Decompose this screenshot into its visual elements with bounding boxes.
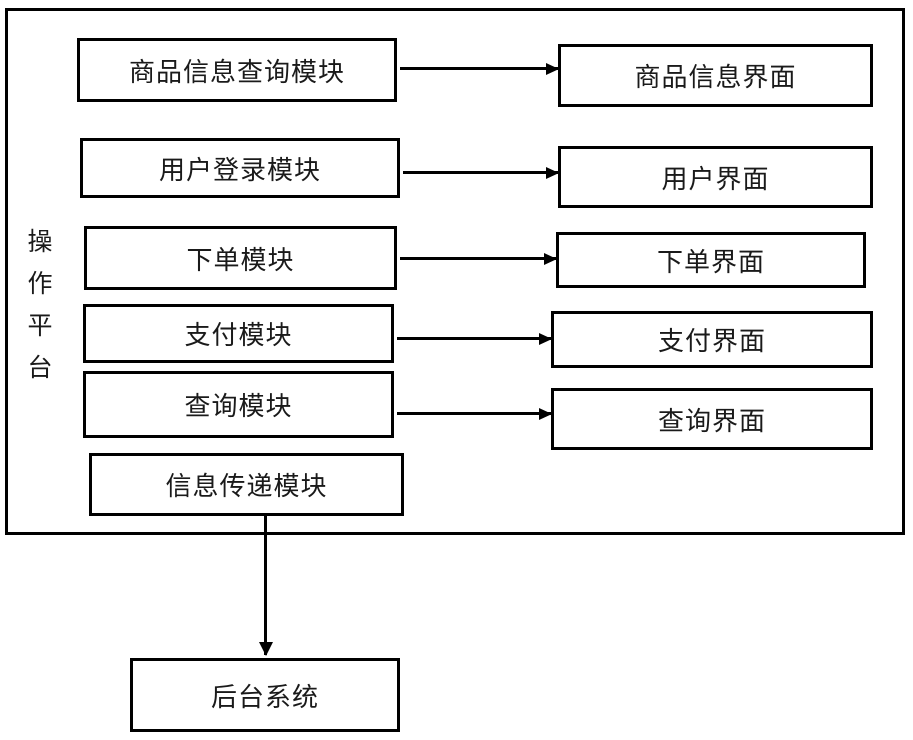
interface-box-user-ui[interactable]: 用户界面 — [558, 146, 873, 208]
operation-platform-label: 操 作 平 台 — [22, 222, 58, 390]
platform-label-char-4: 台 — [27, 355, 53, 382]
operation-platform-frame — [5, 8, 905, 535]
interface-box-product-info-ui[interactable]: 商品信息界面 — [558, 44, 873, 107]
platform-label-char-3: 平 — [27, 313, 53, 340]
module-box-payment[interactable]: 支付模块 — [83, 304, 394, 363]
module-box-info-transfer[interactable]: 信息传递模块 — [89, 453, 404, 516]
module-box-user-login[interactable]: 用户登录模块 — [80, 138, 400, 198]
arrow-info-transfer-to-backend — [264, 516, 267, 655]
interface-box-query-ui[interactable]: 查询界面 — [551, 388, 873, 450]
backend-system-box[interactable]: 后台系统 — [130, 658, 400, 732]
interface-box-payment-ui[interactable]: 支付界面 — [551, 311, 873, 368]
arrow-product-info-query-to-ui — [400, 67, 558, 70]
module-box-query[interactable]: 查询模块 — [83, 371, 394, 438]
arrow-user-login-to-ui — [403, 171, 558, 174]
arrow-payment-to-ui — [397, 337, 551, 340]
arrow-place-order-to-ui — [400, 257, 556, 260]
arrow-query-to-ui — [397, 412, 551, 415]
interface-box-place-order-ui[interactable]: 下单界面 — [556, 232, 866, 288]
module-box-place-order[interactable]: 下单模块 — [84, 226, 397, 290]
platform-label-char-1: 操 — [27, 229, 53, 256]
platform-label-char-2: 作 — [27, 271, 53, 298]
module-box-product-info-query[interactable]: 商品信息查询模块 — [77, 38, 397, 102]
